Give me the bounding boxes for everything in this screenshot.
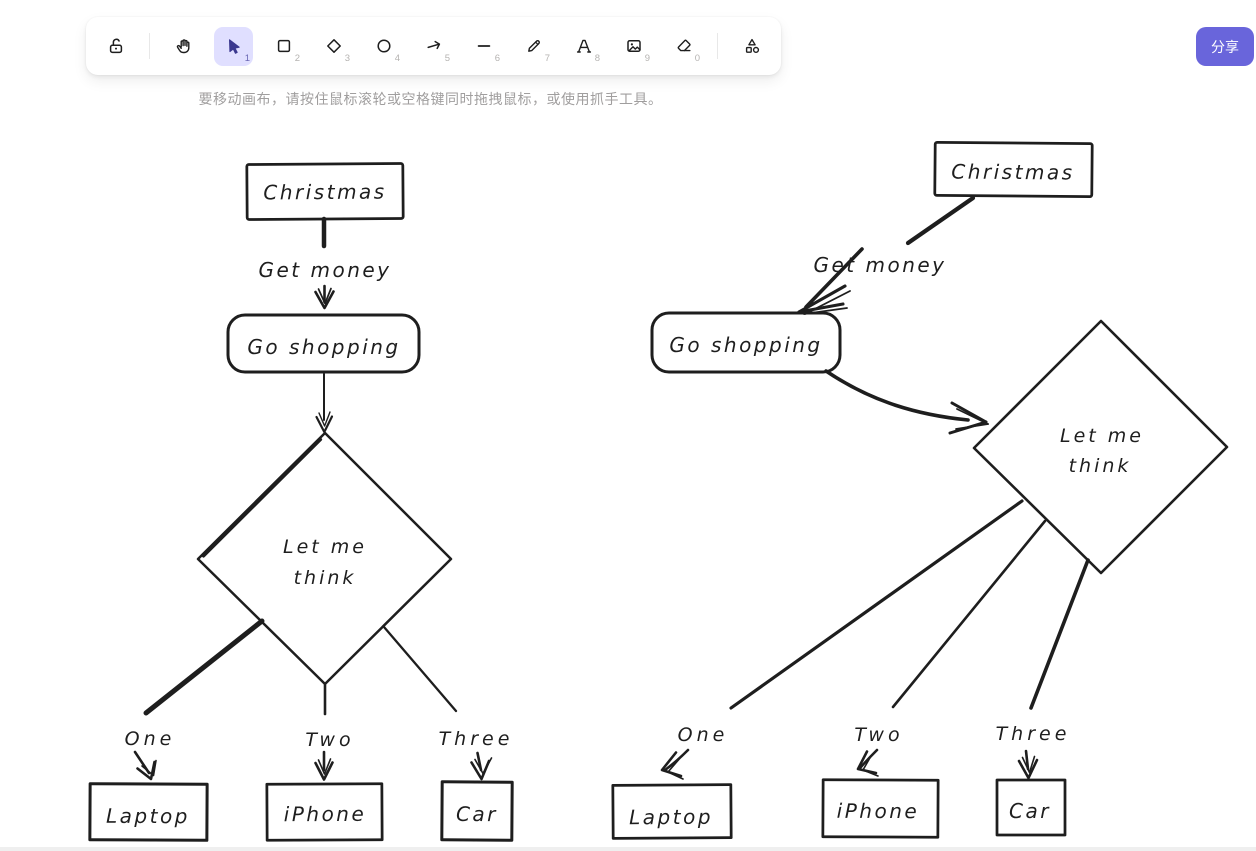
- node-laptop-left[interactable]: Laptop: [88, 782, 209, 842]
- tool-shortcut: 9: [644, 53, 650, 64]
- node-label-christmas-right: Christmas: [951, 159, 1075, 184]
- node-label-christmas-left: Christmas: [263, 180, 387, 205]
- tool-shortcut: 0: [694, 53, 700, 64]
- tool-text[interactable]: 8: [564, 27, 603, 66]
- tool-line[interactable]: 6: [464, 27, 503, 66]
- tool-arrow[interactable]: 5: [414, 27, 453, 66]
- node-goshopping-right[interactable]: Go shopping: [650, 311, 842, 374]
- tool-image[interactable]: 9: [614, 27, 653, 66]
- edge-decision-two-right[interactable]: Two: [854, 519, 1047, 777]
- bottom-edge: [0, 847, 1256, 851]
- branch-label-two-left: Two: [305, 729, 354, 751]
- tool-shortcut: 3: [344, 53, 350, 64]
- tool-shortcut: 7: [544, 53, 550, 64]
- share-button[interactable]: 分享: [1196, 27, 1254, 66]
- tool-lock[interactable]: [96, 27, 135, 66]
- tool-eraser[interactable]: 0: [664, 27, 703, 66]
- tool-shortcut: 2: [294, 53, 300, 64]
- flowchart-left: Christmas Get money Go shopping Let me t…: [88, 162, 514, 842]
- edge-label-getmoney-right: Get money: [813, 253, 946, 277]
- node-christmas-right[interactable]: Christmas: [933, 140, 1094, 199]
- branch-label-three-right: Three: [996, 723, 1071, 745]
- tool-draw[interactable]: 7: [514, 27, 553, 66]
- diamond-icon: [326, 39, 341, 53]
- edge-christmas-goshopping-right[interactable]: Get money: [797, 195, 976, 315]
- node-label-laptop-right: Laptop: [629, 805, 713, 830]
- node-iphone-left[interactable]: iPhone: [265, 782, 384, 842]
- node-christmas-left[interactable]: Christmas: [245, 162, 405, 221]
- toolbar: 1 2 3 4 5 6 7: [86, 17, 781, 75]
- tool-shortcut: 6: [494, 53, 500, 64]
- branch-label-three-left: Three: [439, 728, 514, 750]
- eraser-icon: [677, 39, 691, 52]
- line-icon: [477, 45, 490, 47]
- edge-decision-one-left[interactable]: One: [125, 618, 265, 781]
- hand-icon: [176, 39, 189, 54]
- node-label-decision2-left: think: [294, 567, 357, 589]
- node-label-iphone-left: iPhone: [284, 802, 367, 826]
- pencil-icon: [527, 40, 540, 52]
- tool-shortcut: 5: [444, 53, 450, 64]
- node-car-right[interactable]: Car: [995, 778, 1067, 837]
- node-iphone-right[interactable]: iPhone: [821, 778, 940, 839]
- edge-decision-one-right[interactable]: One: [660, 499, 1024, 780]
- node-label-car-right: Car: [1009, 799, 1051, 823]
- tool-ellipse[interactable]: 4: [364, 27, 403, 66]
- branch-label-one-right: One: [678, 724, 729, 746]
- edge-christmas-goshopping-left[interactable]: Get money: [258, 216, 391, 310]
- node-car-left[interactable]: Car: [440, 780, 514, 842]
- flowchart-right: Christmas Get money Go shopping Let me t…: [611, 140, 1229, 840]
- tool-rectangle[interactable]: 2: [264, 27, 303, 66]
- tool-hand[interactable]: [164, 27, 203, 66]
- cursor-icon: [228, 39, 240, 54]
- branch-label-two-right: Two: [854, 724, 903, 746]
- text-icon: [576, 39, 591, 53]
- tool-selection[interactable]: 1: [214, 26, 253, 66]
- shapes-icon: [745, 38, 759, 54]
- tool-shapes[interactable]: [732, 27, 771, 66]
- node-label-decision1-right: Let me: [1060, 425, 1144, 447]
- node-label-laptop-left: Laptop: [106, 804, 190, 828]
- tool-shortcut: 1: [244, 53, 250, 64]
- tool-diamond[interactable]: 3: [314, 27, 353, 66]
- edge-label-getmoney-left: Get money: [258, 258, 391, 282]
- arrow-icon: [426, 40, 440, 50]
- node-label-decision1-left: Let me: [283, 536, 367, 558]
- node-label-car-left: Car: [456, 802, 498, 826]
- tool-shortcut: 4: [394, 53, 400, 64]
- node-label-goshopping-left: Go shopping: [247, 335, 400, 359]
- edge-decision-three-right[interactable]: Three: [996, 558, 1090, 780]
- tool-shortcut: 8: [594, 53, 600, 64]
- node-label-iphone-right: iPhone: [837, 799, 920, 823]
- image-icon: [626, 40, 641, 52]
- ellipse-icon: [376, 39, 391, 53]
- node-decision-left[interactable]: Let me think: [196, 431, 453, 686]
- canvas-hint: 要移动画布，请按住鼠标滚轮或空格键同时拖拽鼠标，或使用抓手工具。: [198, 91, 663, 107]
- edge-goshopping-decision-left[interactable]: [315, 373, 334, 434]
- toolbar-divider: [149, 33, 150, 59]
- node-decision-right[interactable]: Let me think: [972, 319, 1229, 575]
- node-label-decision2-right: think: [1069, 455, 1132, 477]
- edge-decision-two-left[interactable]: Two: [305, 683, 354, 781]
- lock-open-icon: [109, 38, 122, 54]
- edge-decision-three-left[interactable]: Three: [382, 625, 514, 781]
- node-goshopping-left[interactable]: Go shopping: [226, 313, 421, 374]
- branch-label-one-left: One: [125, 728, 176, 750]
- edge-goshopping-decision-right[interactable]: [824, 369, 989, 435]
- toolbar-divider: [717, 33, 718, 59]
- rectangle-icon: [277, 39, 290, 53]
- node-laptop-right[interactable]: Laptop: [611, 783, 733, 840]
- node-label-goshopping-right: Go shopping: [669, 333, 822, 357]
